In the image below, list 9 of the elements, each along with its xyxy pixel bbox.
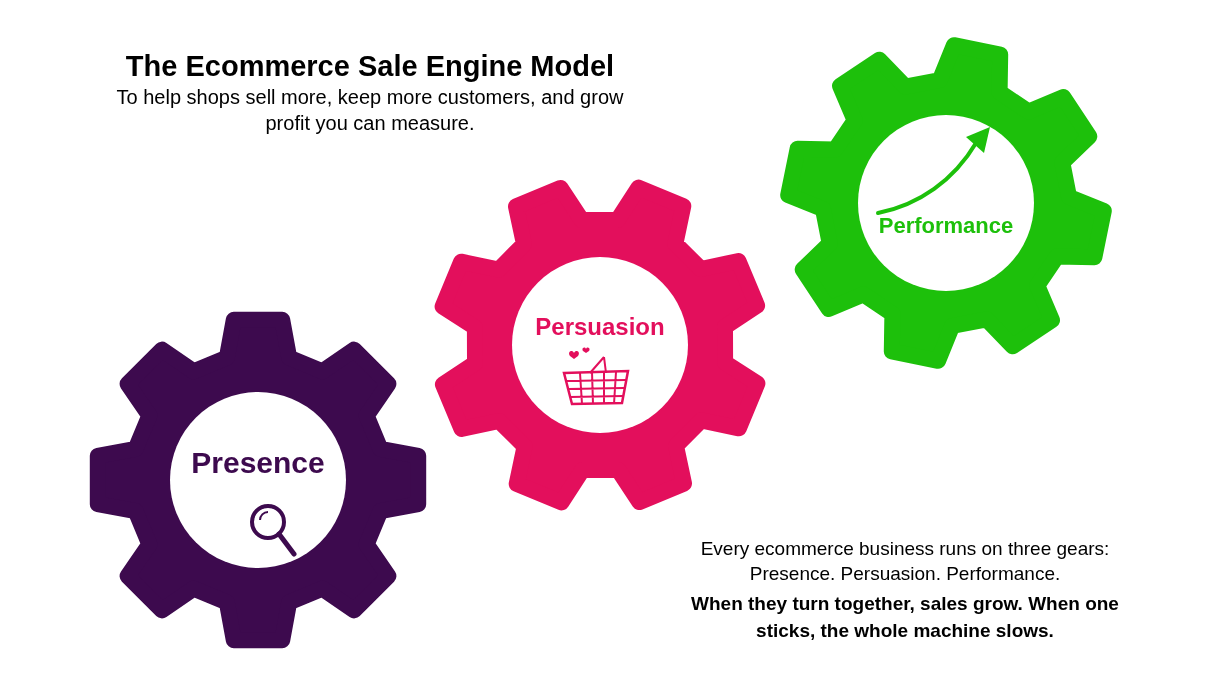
gear-shape bbox=[88, 310, 428, 650]
gear-shape bbox=[780, 37, 1112, 369]
gear-label: Persuasion bbox=[535, 312, 665, 342]
gear-label: Performance bbox=[878, 211, 1014, 240]
subtitle: To help shops sell more, keep more customers, and grow profit you can measure. bbox=[115, 85, 625, 137]
gear-label: Presence bbox=[191, 444, 325, 481]
summary-text: Every ecommerce business runs on three gears: Presence. Persuasion. Performance. bbox=[699, 537, 1111, 586]
summary-emphasis: When they turn together, sales grow. When one sticks, the whole machine slows. bbox=[690, 592, 1120, 643]
title: The Ecommerce Sale Engine Model bbox=[125, 49, 615, 84]
